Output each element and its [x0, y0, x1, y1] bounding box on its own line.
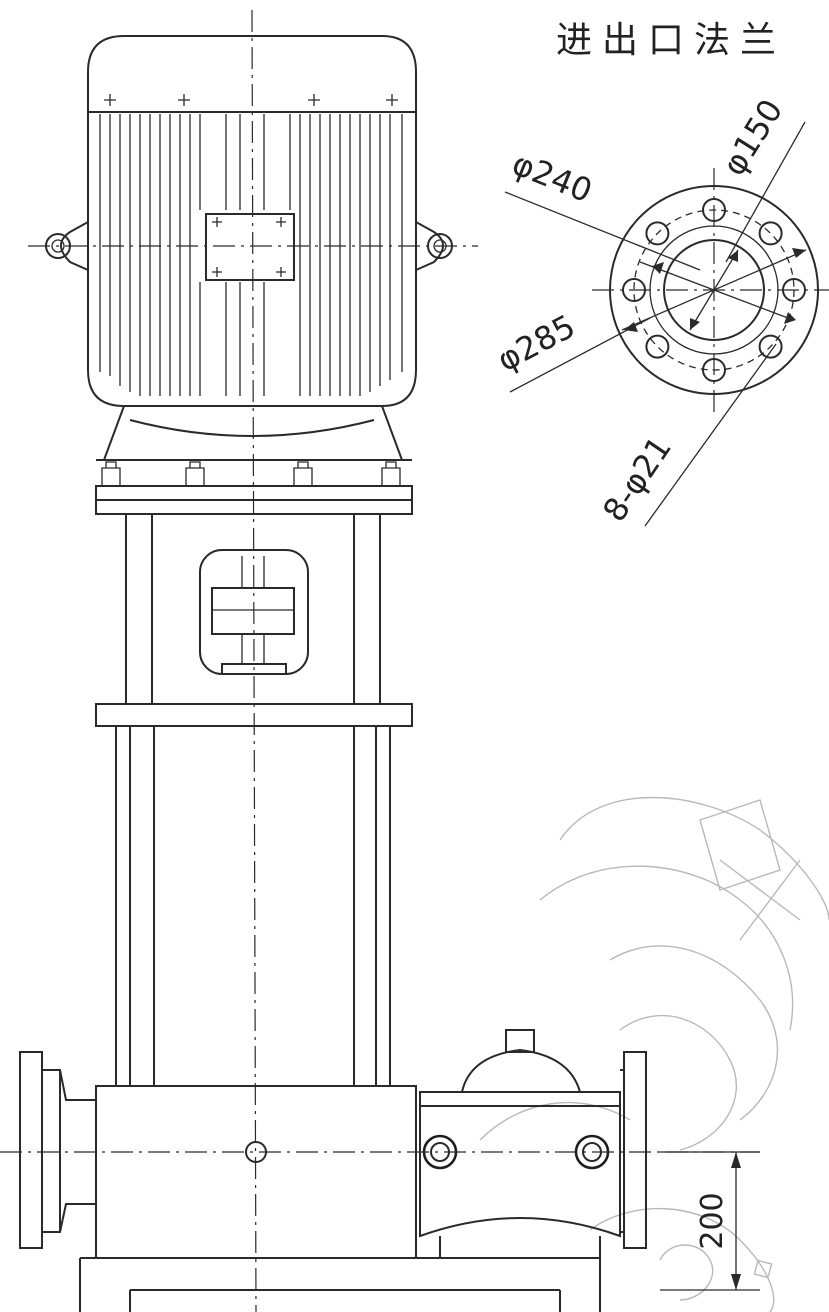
main-centerline: [251, 9, 257, 1312]
inlet-flange: [19, 1051, 43, 1249]
label-outer-circle: φ285: [491, 307, 581, 379]
coupling: [211, 587, 295, 635]
outlet-section: [415, 1029, 647, 1258]
coupling-section: [125, 514, 381, 704]
height-dimension: 200: [660, 1151, 760, 1291]
motor: [28, 35, 478, 407]
pump-stack: [115, 726, 391, 1086]
flange-bore: [663, 239, 765, 341]
watermark: [479, 796, 829, 1312]
label-bolt-holes: 8-φ21: [595, 430, 679, 529]
leader-150: [725, 121, 806, 263]
height-dimension-label: 200: [695, 1192, 730, 1249]
leader-holes: [644, 343, 777, 527]
flange-detail: [504, 121, 829, 527]
outlet-flange: [623, 1051, 647, 1249]
flange-bolts: [101, 461, 401, 487]
motor-adapter: [95, 405, 413, 515]
flange-title: 进出口法兰: [556, 20, 786, 61]
leader-240: [504, 191, 701, 271]
label-inner-circle: φ240: [507, 144, 597, 210]
cooling-fins: [99, 114, 403, 396]
terminal-box: [205, 213, 295, 281]
pump-base: [19, 1051, 601, 1312]
middle-plate: [95, 703, 413, 727]
